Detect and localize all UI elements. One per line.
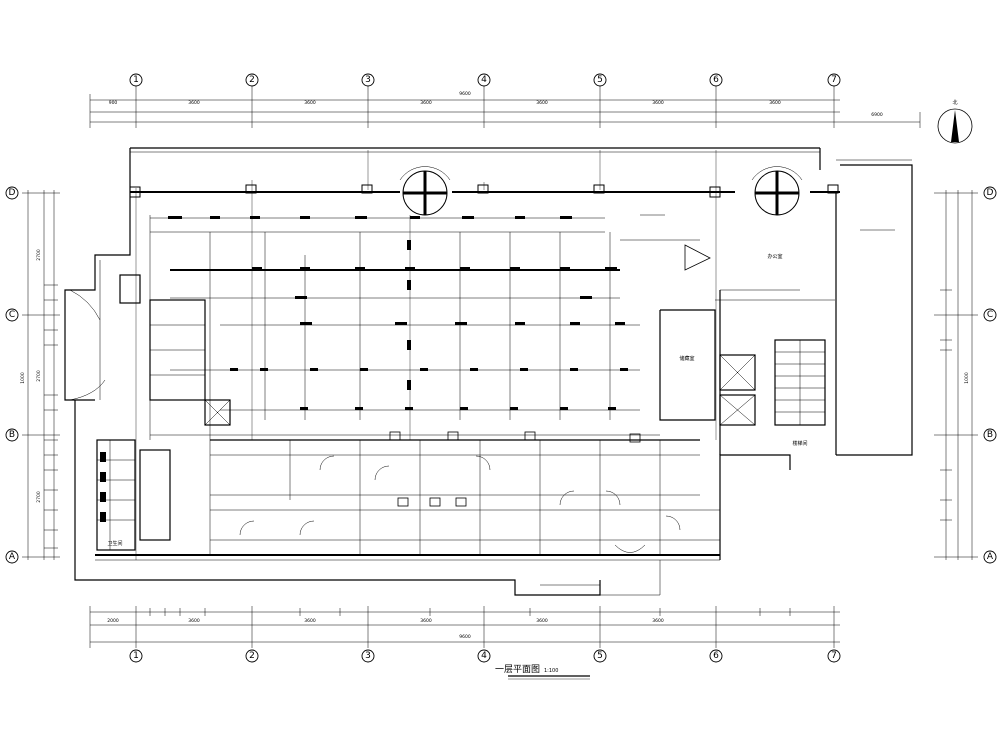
svg-text:1: 1	[133, 651, 139, 661]
axis-bubble-4-top: 4	[477, 73, 491, 94]
axis-bubble-B-left: B	[5, 428, 19, 442]
svg-text:4: 4	[481, 75, 487, 85]
svg-text:C: C	[987, 310, 993, 320]
svg-text:A: A	[987, 552, 994, 562]
axis-bubble-5-bottom: 5	[593, 649, 607, 663]
bottom-dim-0: 2000	[107, 618, 119, 624]
north-arrow-icon: 北	[937, 99, 973, 144]
svg-text:7: 7	[831, 75, 837, 85]
north-label: 北	[952, 99, 957, 106]
axis-bubble-2-bottom: 2	[245, 649, 259, 663]
right-rooms: 办公室 储藏室 楼梯间	[620, 214, 895, 447]
top-total-dimension: 9600	[459, 91, 471, 97]
axis-bubble-D-left: D	[5, 186, 19, 200]
axis-bubble-6-bottom: 6	[709, 649, 723, 663]
axis-bubble-3-top: 3	[361, 73, 375, 94]
left-axis-bubbles: D C B A	[5, 186, 19, 564]
top-dim-6: 3600	[769, 100, 781, 106]
axis-bubble-2-top: 2	[245, 73, 259, 94]
room-label-office: 办公室	[767, 253, 782, 260]
svg-text:D: D	[9, 188, 16, 198]
bottom-axis-bubbles: 1 2 3 4 5 6 7	[129, 649, 841, 663]
left-dim-2: 2700	[36, 370, 42, 382]
room-label-toilet: 卫生间	[107, 540, 122, 547]
right-dimension-lines: 1000	[934, 190, 978, 560]
lower-office-band	[205, 431, 720, 586]
axis-bubble-A-left: A	[5, 550, 19, 564]
svg-text:B: B	[9, 430, 15, 440]
structural-columns	[129, 184, 839, 198]
axis-bubble-1-bottom: 1	[129, 649, 143, 663]
axis-bubble-A-right: A	[983, 550, 997, 564]
bottom-dim-5: 3600	[652, 618, 664, 624]
bottom-dim-3: 3600	[420, 618, 432, 624]
top-dim-1: 3600	[188, 100, 200, 106]
room-label-stair: 楼梯间	[792, 440, 807, 447]
top-dim-4: 3600	[536, 100, 548, 106]
svg-text:3: 3	[365, 75, 371, 85]
revolving-door-right	[751, 166, 803, 216]
axis-bubble-6-top: 6	[709, 73, 723, 94]
svg-text:6: 6	[713, 651, 719, 661]
bottom-dim-4: 3600	[536, 618, 548, 624]
left-dim-1: 2700	[36, 249, 42, 261]
top-dim-0: 900	[109, 100, 118, 106]
axis-bubble-B-right: B	[983, 428, 997, 442]
svg-text:B: B	[987, 430, 993, 440]
bottom-total-dimension: 9600	[459, 634, 471, 640]
bottom-dimension-lines: 9600 2000 3600 3600 3600 3600 3600	[89, 606, 840, 648]
drawing-title: 一层平面图	[495, 664, 540, 675]
top-axis-bubbles: 1 2 3 4 5 6 7	[129, 73, 841, 94]
axis-bubble-7-top: 7	[827, 73, 841, 94]
axis-bubble-7-bottom: 7	[827, 649, 841, 663]
left-dimension-lines: 1000 2700 2700 2700	[20, 190, 60, 560]
building-outline	[64, 147, 913, 596]
left-rooms: 卫生间	[69, 274, 231, 551]
svg-text:4: 4	[481, 651, 487, 661]
svg-text:2: 2	[249, 651, 255, 661]
svg-text:3: 3	[365, 651, 371, 661]
axis-bubble-4-bottom: 4	[477, 649, 491, 663]
right-total-dimension: 1000	[964, 372, 970, 384]
axis-bubble-1-top: 1	[129, 73, 143, 94]
bottom-dim-1: 3600	[188, 618, 200, 624]
svg-text:1: 1	[133, 75, 139, 85]
top-dim-7: 6900	[871, 112, 883, 118]
top-dimension-lines: 9600 900 3600 3600 3600 3600 3600 3600 6…	[89, 91, 921, 128]
axis-bubble-C-right: C	[983, 308, 997, 322]
right-axis-bubbles: D C B A	[983, 186, 997, 564]
svg-text:6: 6	[713, 75, 719, 85]
svg-text:2: 2	[249, 75, 255, 85]
svg-text:D: D	[987, 188, 994, 198]
revolving-door-left	[399, 166, 451, 216]
top-dim-5: 3600	[652, 100, 664, 106]
svg-text:5: 5	[597, 75, 603, 85]
svg-text:7: 7	[831, 651, 837, 661]
drawing-scale: 1:100	[544, 668, 558, 674]
left-total-dimension: 1000	[20, 372, 26, 384]
main-hall-lines	[149, 215, 660, 440]
svg-text:C: C	[9, 310, 15, 320]
axis-bubble-5-top: 5	[593, 73, 607, 94]
room-label-storage: 储藏室	[679, 355, 694, 362]
axis-bubble-D-right: D	[983, 186, 997, 200]
column-grid	[135, 150, 717, 560]
svg-text:5: 5	[597, 651, 603, 661]
axis-bubble-3-bottom: 3	[361, 649, 375, 663]
hall-annotation-ticks	[168, 216, 628, 410]
svg-text:A: A	[9, 552, 16, 562]
top-dim-2: 3600	[304, 100, 316, 106]
left-dim-3: 2700	[36, 491, 42, 503]
axis-bubble-C-left: C	[5, 308, 19, 322]
drawing-title-block: 一层平面图 1:100	[495, 664, 590, 680]
bottom-dim-2: 3600	[304, 618, 316, 624]
top-dim-3: 3600	[420, 100, 432, 106]
